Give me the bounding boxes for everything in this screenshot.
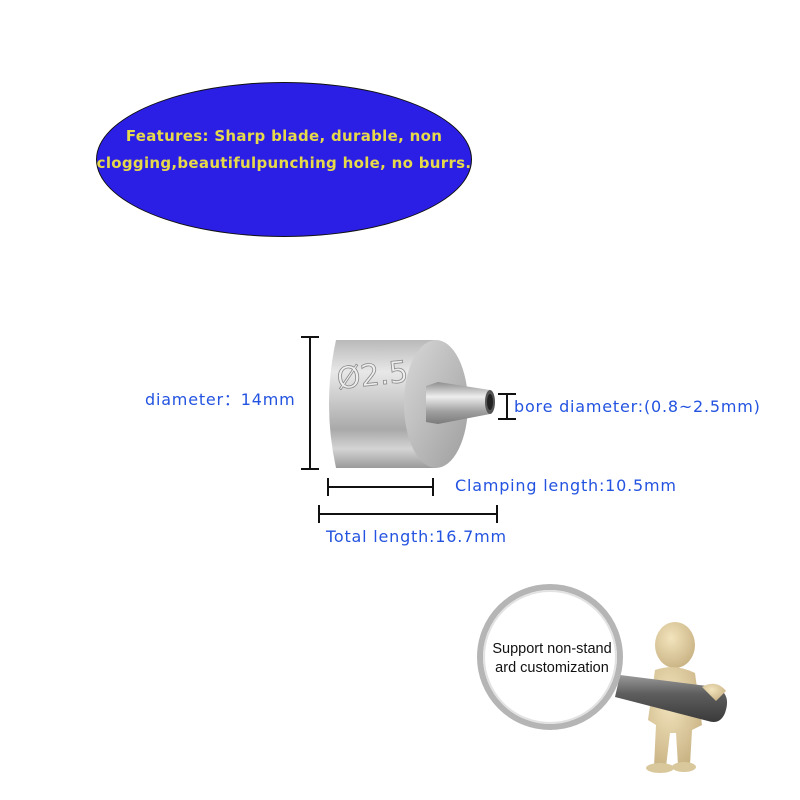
clamping-dimension-cap-right: [432, 478, 434, 496]
total-dimension-line: [318, 513, 498, 515]
total-length-label: Total length:16.7mm: [326, 527, 507, 546]
clamping-dimension-cap-left: [327, 478, 329, 496]
customization-line-1: Support non-stand: [492, 641, 612, 657]
clamping-length-label: Clamping length:10.5mm: [455, 476, 677, 495]
punch-die-image: Ø2.5: [329, 340, 495, 468]
diameter-dimension-line: [309, 336, 311, 470]
features-line-1: Features: Sharp blade, durable, non: [125, 127, 443, 145]
clamping-dimension-line: [327, 486, 434, 488]
bore-dimension-cap-top: [498, 393, 516, 395]
customization-text: Support non-stand ard customization: [482, 640, 622, 678]
bore-dimension-cap-bottom: [498, 418, 516, 420]
features-banner: [96, 82, 472, 237]
diameter-dimension-cap-bottom: [301, 468, 319, 470]
diameter-dimension-cap-top: [301, 336, 319, 338]
total-dimension-cap-left: [318, 505, 320, 523]
features-line-2: clogging,beautifulpunching hole, no burr…: [96, 154, 472, 172]
diameter-label: diameter：14mm: [145, 390, 296, 409]
total-dimension-cap-right: [496, 505, 498, 523]
customization-line-2: ard customization: [495, 660, 609, 676]
bore-dimension-line: [506, 393, 508, 420]
magnifier-figure-illustration: [477, 584, 728, 773]
bore-diameter-label: bore diameter:(0.8~2.5mm): [514, 397, 761, 416]
features-text: Features: Sharp blade, durable, non clog…: [96, 123, 472, 177]
engraving-text: Ø2.5: [335, 355, 410, 397]
